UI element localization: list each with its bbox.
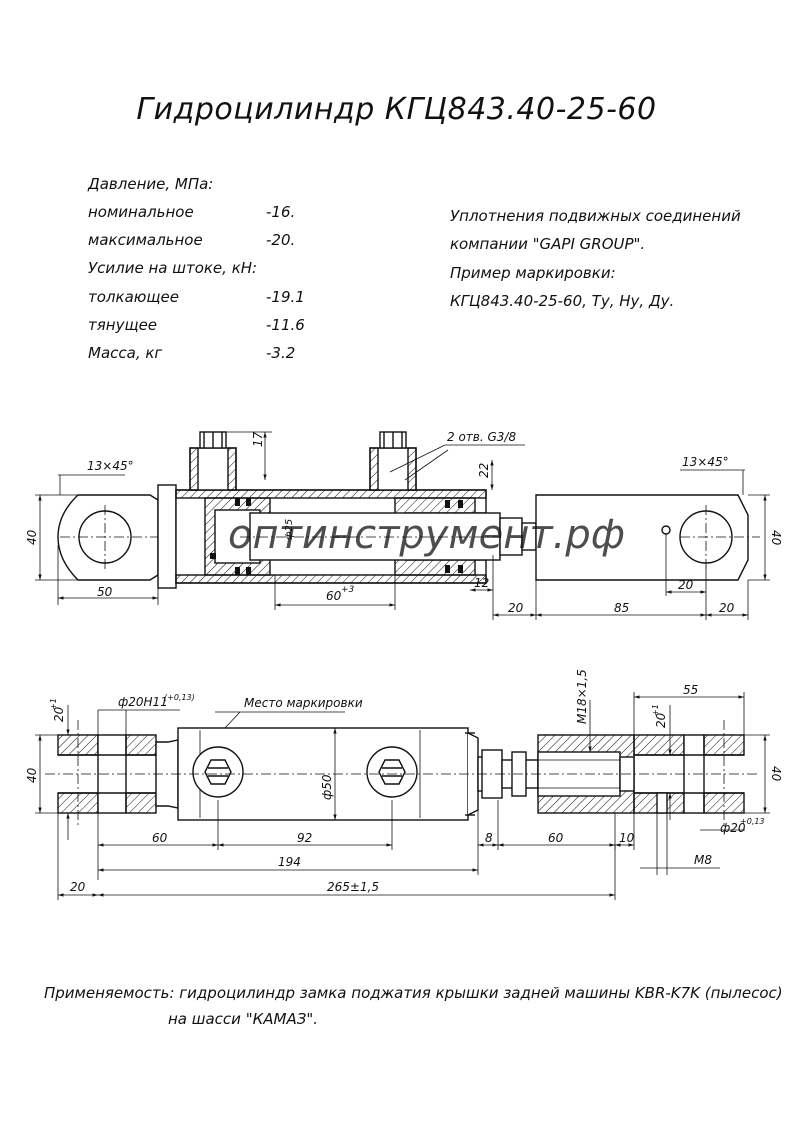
eye-length-label: 50 (97, 585, 113, 599)
stroke-tol-label: +3 (341, 585, 355, 595)
dim-20-b-label: 20 (719, 601, 735, 615)
pull-label: тянущее (88, 316, 158, 334)
pressure-header: Давление, МПа: (88, 175, 214, 193)
bottom-right-height-label: 40 (769, 766, 783, 782)
dim-20-left-tol-label: +1 (49, 698, 58, 710)
dim-265-label: 265±1,5 (327, 880, 379, 894)
force-header: Усилие на штоке, кН: (88, 259, 258, 277)
dim-20-left-label: 20 (52, 706, 66, 722)
notes-line-1: Уплотнения подвижных соединений (450, 207, 741, 225)
mass-value: -3.2 (266, 344, 296, 362)
top-view-dimensions (35, 431, 770, 620)
top-view-labels: 13×45° 13×45° 17 2 отв. G3/8 22 40 40 50… (25, 430, 783, 615)
bottom-view (45, 720, 760, 825)
ports-callout-label: 2 отв. G3/8 (447, 430, 516, 444)
dim-10-label: 10 (619, 831, 635, 845)
dim-85-label: 85 (614, 601, 629, 615)
left-eye (57, 494, 159, 581)
top-left-height-label: 40 (25, 529, 39, 545)
port-right (369, 431, 417, 491)
notes-line-2: компании "GAPI GROUP". (450, 235, 646, 253)
application-line-1: Применяемость: гидроцилиндр замка поджат… (44, 984, 783, 1002)
application-line-2: на шасси "КАМАЗ". (168, 1010, 318, 1028)
thread-label: М18×1,5 (575, 669, 589, 724)
gap-12-label: 12 (474, 576, 489, 590)
bore-right-tol-label: +0,13 (740, 817, 765, 826)
mark-place-label: Место маркировки (244, 696, 363, 710)
push-value: -19.1 (266, 288, 305, 306)
chamfer-right-label: 13×45° (682, 455, 729, 469)
bore-left-label: ф20Н11 (118, 695, 168, 709)
dim-60-right-label: 60 (548, 831, 564, 845)
body-dia-label: ф50 (320, 774, 334, 800)
push-label: толкающее (88, 288, 179, 306)
dim-20-right-tol-label: +1 (651, 704, 660, 716)
left-flange (157, 484, 177, 589)
top-view (57, 431, 760, 589)
stroke-label: 60 (326, 589, 342, 603)
chamfer-left-label: 13×45° (87, 459, 134, 473)
bottom-view-labels: ф20Н11 (+0,13) Место маркировки М18×1,5 … (25, 669, 783, 894)
notes-line-4: КГЦ843.40-25-60, Ту, Ну, Ду. (450, 292, 675, 310)
dim-60-left-label: 60 (152, 831, 168, 845)
dim-20-label: 20 (70, 880, 86, 894)
thread-m8-label: М8 (694, 853, 712, 867)
bore-right-label: ф20 (720, 821, 746, 835)
max-value: -20. (266, 231, 296, 249)
port-height-label: 17 (251, 431, 265, 447)
dim-20-right-label: 20 (654, 712, 668, 728)
notes-line-3: Пример маркировки: (450, 264, 616, 282)
max-label: максимальное (88, 231, 203, 249)
seals (210, 498, 463, 575)
bore-left-tol-label: (+0,13) (164, 693, 195, 702)
watermark: оптинструмент.рф (228, 512, 625, 558)
dim-8-label: 8 (485, 831, 493, 845)
dim-55-label: 55 (683, 683, 698, 697)
piston-rod (249, 512, 501, 561)
port-left (189, 431, 237, 491)
rod-dia-label: ф25 (284, 519, 295, 540)
bottom-view-dimensions (35, 692, 770, 900)
dim-194-label: 194 (278, 855, 301, 869)
plug-left (192, 746, 244, 798)
pull-value: -11.6 (266, 316, 305, 334)
dim-92-label: 92 (297, 831, 312, 845)
plug-right (366, 746, 418, 798)
hole-20-label: 20 (678, 578, 694, 592)
height-22-label: 22 (477, 463, 491, 478)
mass-label: Масса, кг (88, 344, 163, 362)
bottom-left-height-label: 40 (25, 767, 39, 783)
top-right-height-label: 40 (769, 530, 783, 546)
nominal-value: -16. (266, 203, 296, 221)
drawing-title: Гидроцилиндр КГЦ843.40-25-60 (136, 92, 657, 127)
dim-20-a-label: 20 (508, 601, 524, 615)
nominal-label: номинальное (88, 203, 194, 221)
